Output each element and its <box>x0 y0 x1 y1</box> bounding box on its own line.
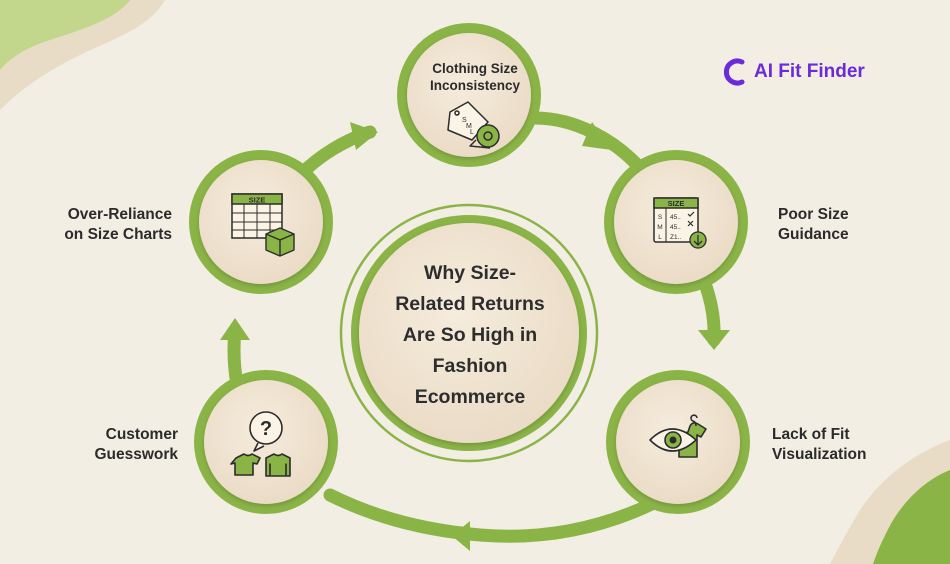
size-value-3: Z1.. <box>670 234 681 241</box>
arrowhead-top-left <box>350 122 378 150</box>
center-title-line-2: Related Returns <box>395 292 545 315</box>
size-tag-measuring-tape-icon: S M L <box>447 101 500 149</box>
brand-name: AI Fit Finder <box>754 61 865 82</box>
cycle-arrowheads <box>220 122 730 551</box>
center-title: Why Size- Related Returns Are So High in… <box>370 255 570 415</box>
label-left-lower-line-2: Guesswork <box>94 446 178 463</box>
arrowhead-top-right <box>582 122 612 150</box>
size-row-s: S <box>658 214 663 221</box>
label-left-lower-line-1: Customer <box>105 426 178 443</box>
label-right-upper-line-2: Guidance <box>778 226 849 243</box>
label-left-upper-line-2: on Size Charts <box>64 226 172 243</box>
size-value-2: 45.. <box>670 224 681 231</box>
label-left-upper-line-1: Over-Reliance <box>67 206 172 223</box>
label-right-lower-line-2: Visualization <box>772 446 867 463</box>
svg-text:M: M <box>466 123 472 130</box>
corner-decoration-top-left <box>0 0 165 110</box>
size-table-header-text: SIZE <box>668 199 685 208</box>
size-chart-header-text: SIZE <box>249 196 266 205</box>
label-left-upper: Over-Reliance on Size Charts <box>30 205 172 245</box>
size-row-l: L <box>658 234 662 241</box>
svg-text:L: L <box>470 129 474 136</box>
arrowhead-bottom <box>452 521 470 551</box>
label-right-lower: Lack of Fit Visualization <box>772 425 912 465</box>
center-title-line-5: Ecommerce <box>414 385 526 408</box>
size-row-m: M <box>657 224 662 231</box>
arrowhead-right <box>698 330 730 350</box>
center-title-line-1: Why Size- <box>423 261 517 284</box>
node-top <box>397 23 541 167</box>
label-right-upper: Poor Size Guidance <box>778 205 898 245</box>
svg-text:S: S <box>462 117 467 124</box>
label-right-lower-line-1: Lack of Fit <box>772 426 850 443</box>
svg-text:?: ? <box>260 418 272 440</box>
node-top-title: Clothing Size Inconsistency <box>400 60 550 94</box>
center-title-line-4: Fashion <box>432 354 508 377</box>
arrowhead-left <box>220 318 250 340</box>
eye-shirt-icon <box>649 414 707 458</box>
brand: AI Fit Finder <box>728 56 865 88</box>
label-right-upper-line-1: Poor Size <box>778 206 849 223</box>
question-shirts-icon: ? <box>230 411 291 477</box>
brand-logo-icon <box>723 58 745 86</box>
center-hub <box>339 203 599 463</box>
node-top-title-line-2: Inconsistency <box>429 78 521 93</box>
corner-decoration-bottom-right <box>830 440 950 564</box>
node-top-title-line-1: Clothing Size <box>432 61 518 76</box>
size-value-1: 45.. <box>670 214 681 221</box>
size-chart-box-icon: SIZE <box>231 193 295 257</box>
size-table-download-icon: SIZE S M L 45.. 45.. Z1.. <box>653 197 707 249</box>
label-left-lower: Customer Guesswork <box>30 425 178 465</box>
center-title-line-3: Are So High in <box>402 323 538 346</box>
